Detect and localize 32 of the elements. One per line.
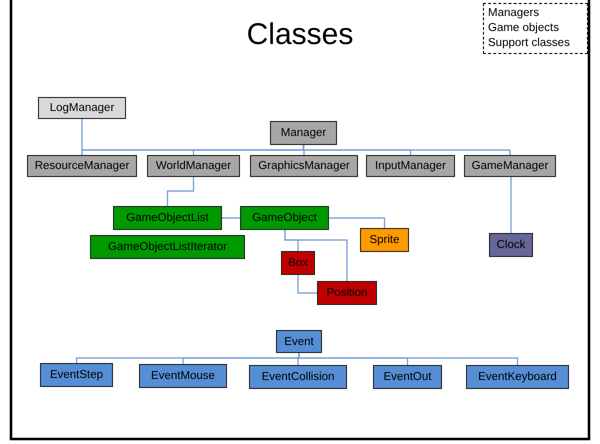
class-box: GameManager [464, 155, 556, 177]
class-box: GraphicsManager [250, 155, 358, 177]
class-box: Sprite [360, 228, 409, 252]
class-box: EventStep [40, 363, 113, 387]
class-box: ResourceManager [27, 155, 137, 177]
connector-line [298, 353, 518, 365]
connector-line [284, 230, 348, 281]
class-box: Event [276, 330, 322, 353]
connector-line [166, 177, 194, 206]
class-box: Clock [489, 233, 533, 257]
class-box: LogManager [38, 97, 126, 119]
title: Classes [246, 18, 354, 52]
connector-line [510, 177, 512, 233]
class-box: GameObjectListIterator [90, 235, 245, 259]
class-box: Position [317, 281, 377, 305]
class-box: EventCollision [249, 365, 347, 389]
class-box: Box [281, 251, 315, 275]
legend-label: Managers [488, 6, 540, 21]
legend-label: Game objects [488, 21, 559, 36]
class-box: GameObjectList [113, 206, 222, 230]
connector-line [302, 145, 511, 155]
legend-label: Support classes [488, 36, 570, 51]
connector-line [222, 217, 240, 219]
class-box: EventOut [373, 365, 442, 389]
class-box: EventKeyboard [466, 365, 569, 389]
class-box: InputManager [366, 155, 455, 177]
class-box: WorldManager [147, 155, 240, 177]
class-box: EventMouse [139, 364, 227, 388]
class-box: GameObject [240, 206, 329, 230]
class-box: Manager [270, 121, 337, 145]
connector-line [297, 275, 317, 294]
connector-line [329, 217, 386, 228]
